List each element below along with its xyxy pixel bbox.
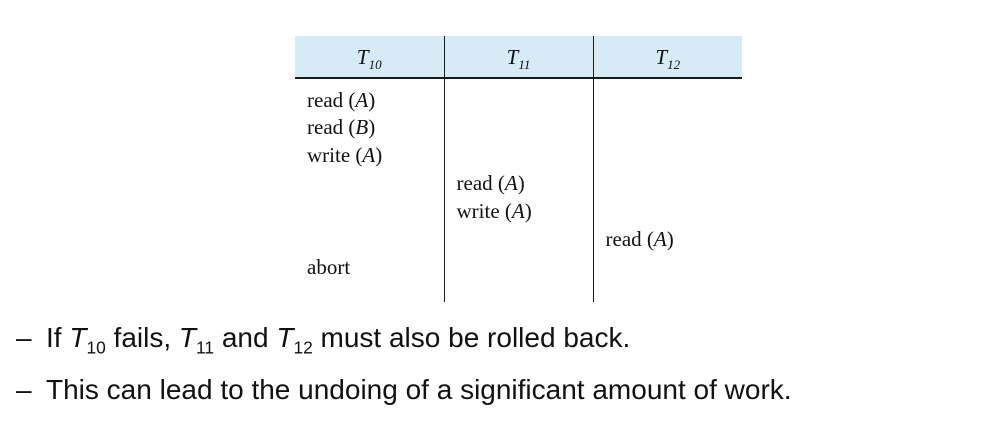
schedule-empty-cell (593, 114, 742, 142)
schedule-empty-cell (295, 170, 445, 198)
transaction-subscript: 11 (518, 57, 531, 73)
transaction-name: T (655, 45, 668, 69)
schedule-row: read (B) (295, 114, 742, 142)
bullet-dash: – (16, 374, 32, 405)
header-cell-t10: T10 (295, 36, 445, 79)
transaction-schedule: T10 T11 T12 read (A) read (B) write (A) … (295, 36, 742, 302)
schedule-row: read (A) (295, 170, 742, 198)
transaction-name: T (356, 45, 369, 69)
schedule-header-row: T10 T11 T12 (295, 36, 742, 79)
schedule-empty-cell (593, 198, 742, 226)
schedule-row: write (A) (295, 142, 742, 170)
schedule-op-cell: read (A) (295, 78, 445, 114)
schedule-empty-cell (295, 226, 445, 254)
bullet-dash: – (16, 322, 32, 353)
schedule-table: T10 T11 T12 read (A) read (B) write (A) … (295, 36, 742, 302)
schedule-empty-cell (593, 142, 742, 170)
schedule-row: read (A) (295, 226, 742, 254)
schedule-empty-cell (593, 254, 742, 302)
header-cell-t11: T11 (444, 36, 594, 79)
schedule-empty-cell (444, 78, 594, 114)
schedule-row: write (A) (295, 198, 742, 226)
schedule-op-cell: abort (295, 254, 445, 302)
schedule-op-cell: write (A) (444, 198, 594, 226)
transaction-subscript: 10 (368, 57, 382, 73)
schedule-row: abort (295, 254, 742, 302)
schedule-empty-cell (295, 198, 445, 226)
schedule-op-cell: read (A) (444, 170, 594, 198)
schedule-empty-cell (593, 78, 742, 114)
bullet-text: If T10 fails, T11 and T12 must also be r… (46, 322, 631, 358)
schedule-empty-cell (593, 170, 742, 198)
schedule-empty-cell (444, 254, 594, 302)
bullet-item: –This can lead to the undoing of a signi… (16, 372, 792, 407)
schedule-op-cell: write (A) (295, 142, 445, 170)
transaction-subscript: 12 (667, 57, 681, 73)
bullet-list: –If T10 fails, T11 and T12 must also be … (16, 320, 792, 424)
schedule-empty-cell (444, 114, 594, 142)
schedule-op-cell: read (B) (295, 114, 445, 142)
schedule-op-cell: read (A) (605, 227, 674, 251)
schedule-row: read (A) (295, 78, 742, 114)
schedule-empty-cell (444, 142, 594, 170)
schedule-empty-cell (444, 226, 594, 254)
header-cell-t12: T12 (593, 36, 742, 79)
bullet-item: –If T10 fails, T11 and T12 must also be … (16, 320, 792, 358)
bullet-text: This can lead to the undoing of a signif… (46, 374, 792, 405)
transaction-name: T (506, 45, 519, 69)
